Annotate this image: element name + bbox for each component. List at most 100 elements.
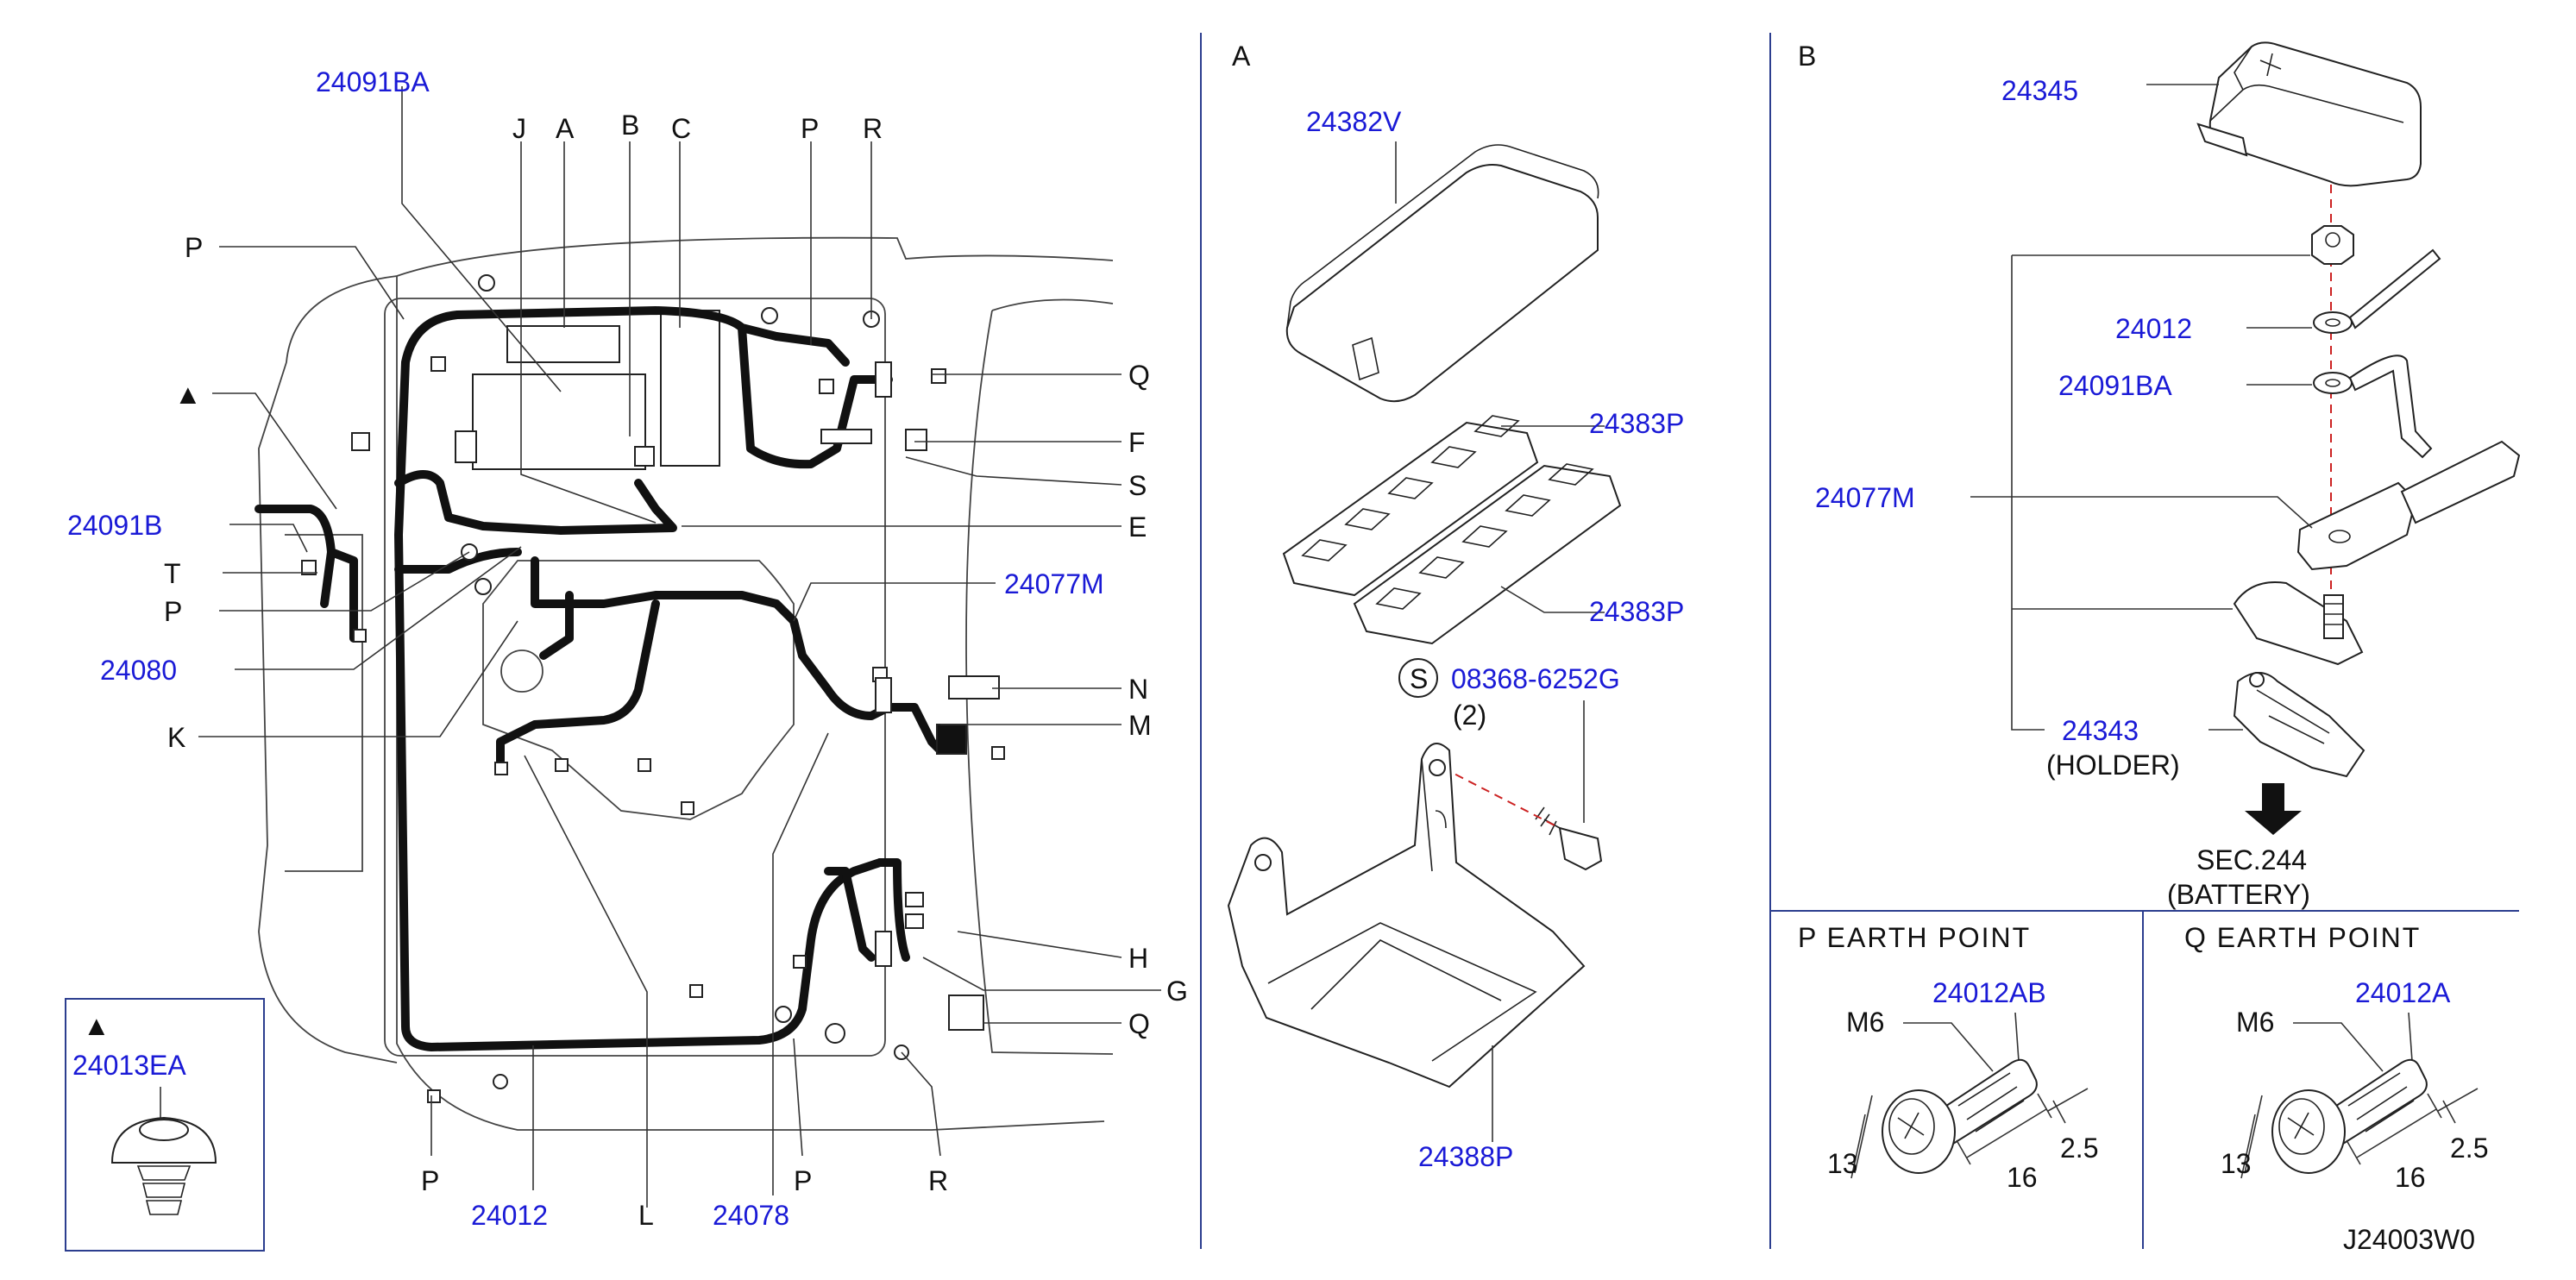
screw-quantity: (2) — [1453, 700, 1486, 731]
screw-part — [1535, 806, 1603, 871]
harness-far-left — [254, 505, 358, 643]
earth-q-dim-head: 13 — [2221, 1148, 2252, 1179]
label-c: C — [671, 113, 691, 144]
left-leader-lines — [198, 86, 1161, 1208]
engine-block — [482, 560, 795, 820]
label-p-bottom-left: P — [421, 1165, 439, 1196]
fuse-block-bracket — [1227, 743, 1586, 1089]
screw-symbol-circle — [1398, 658, 1438, 698]
earth-p-dim-length: 16 — [2007, 1162, 2038, 1193]
label-e: E — [1128, 511, 1147, 543]
relay-box-c — [660, 310, 720, 467]
part-number-24012AB: 24012AB — [1932, 977, 2046, 1008]
fuse-block-cover — [1285, 144, 1599, 403]
part-number-08368-6252G: 08368-6252G — [1451, 663, 1620, 694]
terminal-cap — [2196, 41, 2422, 187]
label-f: F — [1128, 427, 1146, 458]
label-g: G — [1166, 976, 1188, 1007]
section-b: B 24345 24012 24091BA — [1798, 41, 2521, 910]
harness-left-branch — [394, 470, 677, 574]
part-number-24077M-b: 24077M — [1815, 482, 1915, 513]
battery-arrow — [2245, 783, 2302, 835]
section-a-title: A — [1232, 41, 1251, 72]
label-q-lower: Q — [1128, 1008, 1150, 1039]
part-number-24078: 24078 — [713, 1200, 789, 1231]
part-number-24080: 24080 — [100, 655, 177, 686]
label-s: S — [1128, 470, 1147, 501]
label-triangle-left: ▲ — [174, 379, 202, 410]
label-p-bottom-right: P — [794, 1165, 812, 1196]
part-number-24091B: 24091B — [67, 510, 162, 541]
label-r-bottom: R — [928, 1165, 948, 1196]
inset-triangle-marker: ▲ — [83, 1010, 110, 1041]
label-h: H — [1128, 943, 1148, 974]
fuse-holder-upper — [1282, 415, 1539, 597]
part-number-24012A: 24012A — [2355, 977, 2451, 1008]
body-outline — [258, 236, 1114, 1131]
label-m: M — [1128, 710, 1152, 741]
fuse-holder-lower — [1353, 463, 1622, 645]
harness-right-stub — [884, 703, 945, 755]
label-n: N — [1128, 674, 1148, 705]
earth-p-dim-head: 13 — [1827, 1148, 1858, 1179]
terminal-clamp — [2233, 581, 2364, 666]
sec-reference: SEC.244 — [2196, 844, 2307, 875]
label-r-top: R — [863, 113, 883, 144]
engine-pulley — [500, 649, 543, 693]
part-number-24012-b: 24012 — [2115, 313, 2192, 344]
section-b-title: B — [1798, 41, 1816, 72]
part-number-24343: 24343 — [2062, 715, 2139, 746]
label-k: K — [167, 722, 185, 753]
earth-q-thread: M6 — [2236, 1007, 2274, 1038]
harness-right-branch — [824, 858, 910, 962]
connector-group — [301, 274, 1005, 1103]
engine-room-harness: 24091BA J A B C P R P ▲ 24091B T P 24080… — [65, 66, 1188, 1252]
harness-main-loop — [394, 306, 884, 1051]
diagram-code: J24003W0 — [2343, 1224, 2475, 1255]
battery-terminal-24077M — [2296, 440, 2521, 571]
label-p-left-upper: P — [185, 232, 203, 263]
part-number-24345: 24345 — [2001, 75, 2078, 106]
label-t: T — [164, 558, 181, 589]
screw-symbol: S — [1410, 663, 1428, 694]
battery-holder — [2233, 672, 2366, 778]
strut-left — [285, 534, 363, 872]
label-a: A — [556, 113, 575, 144]
label-p-top: P — [801, 113, 819, 144]
earth-q-dim-tip: 2.5 — [2450, 1133, 2488, 1164]
ring-terminal-24012 — [2313, 248, 2441, 334]
part-number-24382V: 24382V — [1306, 106, 1402, 137]
earth-p-dim-tip: 2.5 — [2060, 1133, 2098, 1164]
part-number-24091BA-b: 24091BA — [2058, 370, 2172, 401]
earth-point-p: P EARTH POINT 24012AB M6 13 16 2.5 — [1798, 922, 2098, 1193]
terminal-nut — [2311, 225, 2354, 265]
label-b: B — [621, 110, 639, 141]
sec-note: (BATTERY) — [2167, 879, 2310, 910]
part-number-24013EA: 24013EA — [72, 1050, 186, 1081]
label-j: J — [512, 113, 526, 144]
part-number-24383P-upper: 24383P — [1589, 408, 1684, 439]
part-number-24012-bottom: 24012 — [471, 1200, 548, 1231]
earth-p-thread: M6 — [1846, 1007, 1884, 1038]
harness-engine-branch — [496, 556, 893, 768]
part-number-24388P: 24388P — [1418, 1141, 1513, 1172]
earth-point-q: Q EARTH POINT 24012A M6 13 16 2.5 — [2184, 922, 2488, 1193]
earth-p-header: P EARTH POINT — [1798, 922, 2031, 953]
ring-terminal-24091BA — [2313, 355, 2433, 459]
holder-note: (HOLDER) — [2046, 750, 2180, 781]
label-q-upper: Q — [1128, 360, 1150, 391]
part-number-24383P-lower: 24383P — [1589, 596, 1684, 627]
label-l: L — [638, 1200, 654, 1231]
label-p-left-lower: P — [164, 596, 182, 627]
part-number-24091BA-top: 24091BA — [316, 66, 430, 97]
section-a: A 24382V 24383P 24383P S 08368-6252G (2) — [1227, 41, 1684, 1172]
relay-box-a — [506, 325, 620, 363]
harness-upper-branch — [738, 323, 893, 469]
earth-q-dim-length: 16 — [2395, 1162, 2426, 1193]
earth-q-header: Q EARTH POINT — [2184, 922, 2421, 953]
fender-right — [965, 298, 1114, 1055]
part-number-24077M-left: 24077M — [1004, 568, 1104, 599]
inset-clip-24013EA: ▲ 24013EA — [65, 998, 265, 1252]
screw-axis — [1442, 767, 1561, 829]
